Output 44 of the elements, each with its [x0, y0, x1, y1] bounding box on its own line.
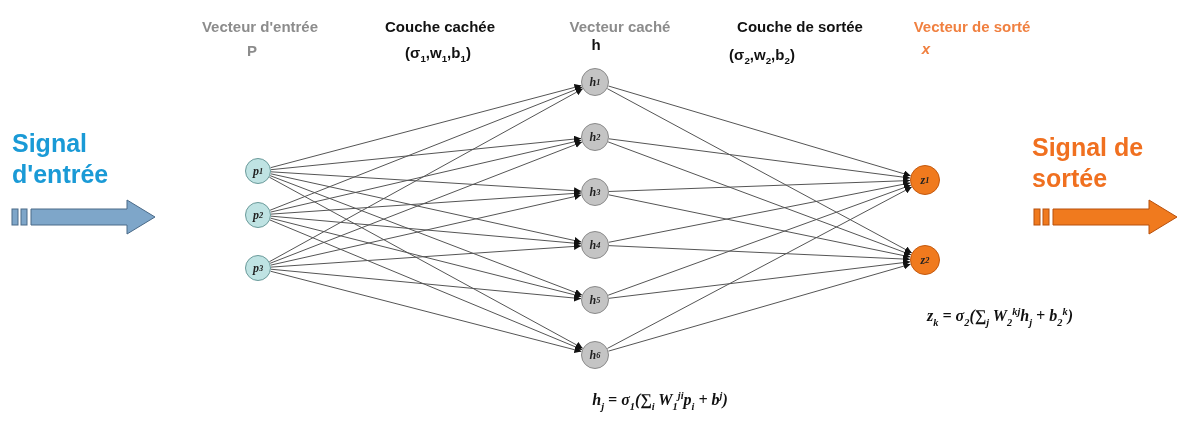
arrow — [270, 173, 582, 244]
arrow — [607, 85, 912, 178]
arrow — [270, 138, 582, 213]
layer-parameters: (σ$_{2}$,w$_{2}$,b$_{2}$) — [729, 46, 795, 66]
arrow — [268, 88, 584, 263]
column-heading: Vecteur de sorté — [913, 18, 1031, 35]
arrow — [608, 177, 911, 192]
arrow — [269, 86, 583, 211]
vector-symbol: P — [247, 42, 257, 59]
arrow — [270, 270, 582, 354]
arrow — [270, 135, 582, 171]
arrow — [607, 262, 912, 352]
column-heading: Couche de sortée — [737, 18, 863, 35]
layer-parameters: (σ$_{1}$,w$_{1}$,b$_{1}$) — [405, 44, 471, 64]
arrow — [269, 219, 583, 351]
arrow — [607, 141, 912, 256]
arrow — [608, 138, 911, 181]
arrow — [270, 242, 582, 268]
arrow — [608, 180, 911, 243]
arrow — [606, 88, 913, 254]
column-heading: Vecteur d'entrée — [201, 18, 319, 35]
arrow — [608, 259, 911, 299]
arrow — [606, 186, 913, 349]
arrow — [270, 189, 582, 215]
arrow — [608, 194, 911, 259]
formula: h$_{j}$ = σ$_{1}$(∑$_{i}$ W$_{1}$$^{ji}$p$_{i}$ + b$^{j}$) — [592, 390, 728, 412]
arrow — [608, 245, 911, 263]
arrow — [270, 171, 582, 195]
arrow — [607, 184, 912, 296]
arrow — [268, 176, 584, 349]
vector-symbol: h — [591, 36, 601, 53]
arrow — [270, 193, 582, 266]
arrow — [269, 175, 583, 296]
arrow — [270, 84, 582, 169]
signal-label: Signal de sortée — [1032, 132, 1145, 195]
formula: z$_{k}$ = σ$_{2}$(∑$_{j}$ W$_{2}$$^{kj}$h$_{j}$ + b$_{2}$$^{k}$) — [927, 306, 1073, 328]
arrow — [270, 268, 582, 302]
vector-symbol: x — [921, 40, 931, 57]
arrow — [269, 141, 583, 264]
column-heading: Couche cachée — [385, 18, 495, 35]
column-heading: Vecteur caché — [569, 18, 671, 35]
signal-label: Signal d'entrée — [12, 128, 110, 191]
arrow — [270, 215, 582, 247]
arrow — [270, 217, 582, 299]
